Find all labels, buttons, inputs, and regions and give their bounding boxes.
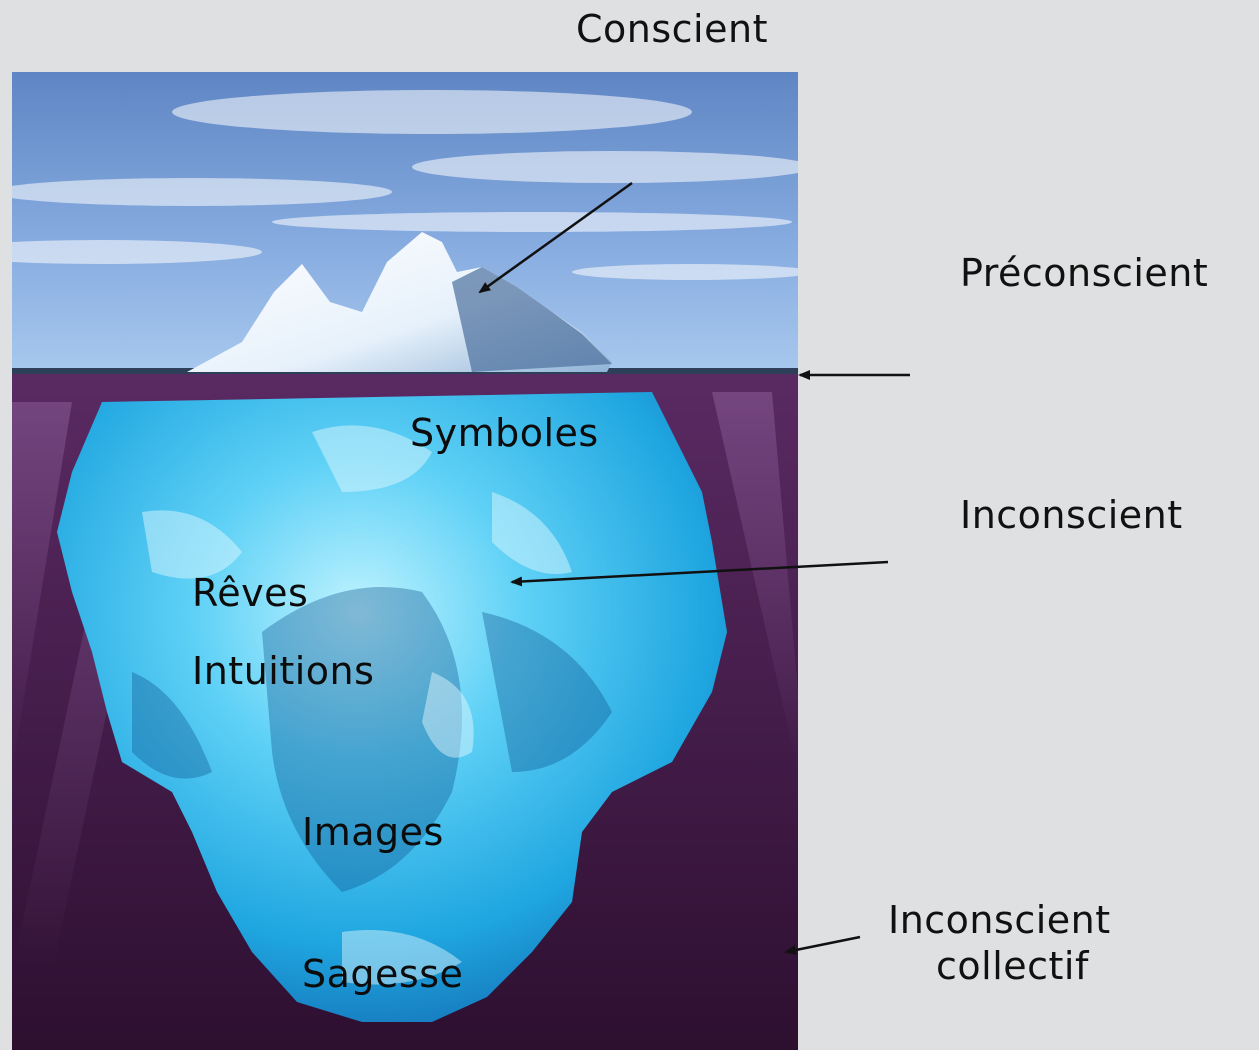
iceberg-image xyxy=(12,72,798,1050)
label-conscient: Conscient xyxy=(576,7,768,51)
label-inconscient-collectif: Inconscient collectif xyxy=(888,898,1148,989)
label-preconscient: Préconscient xyxy=(960,251,1209,295)
label-reves: Rêves xyxy=(192,571,309,615)
label-symboles: Symboles xyxy=(410,411,599,455)
label-inconscient: Inconscient xyxy=(960,493,1183,537)
label-sagesse: Sagesse xyxy=(302,952,464,996)
iceberg-illustration xyxy=(12,72,798,1050)
label-intuitions: Intuitions xyxy=(192,649,375,693)
label-inconscient-collectif-line2: collectif xyxy=(936,943,1089,988)
label-inconscient-collectif-line1: Inconscient xyxy=(888,898,1111,942)
label-images: Images xyxy=(302,810,444,854)
